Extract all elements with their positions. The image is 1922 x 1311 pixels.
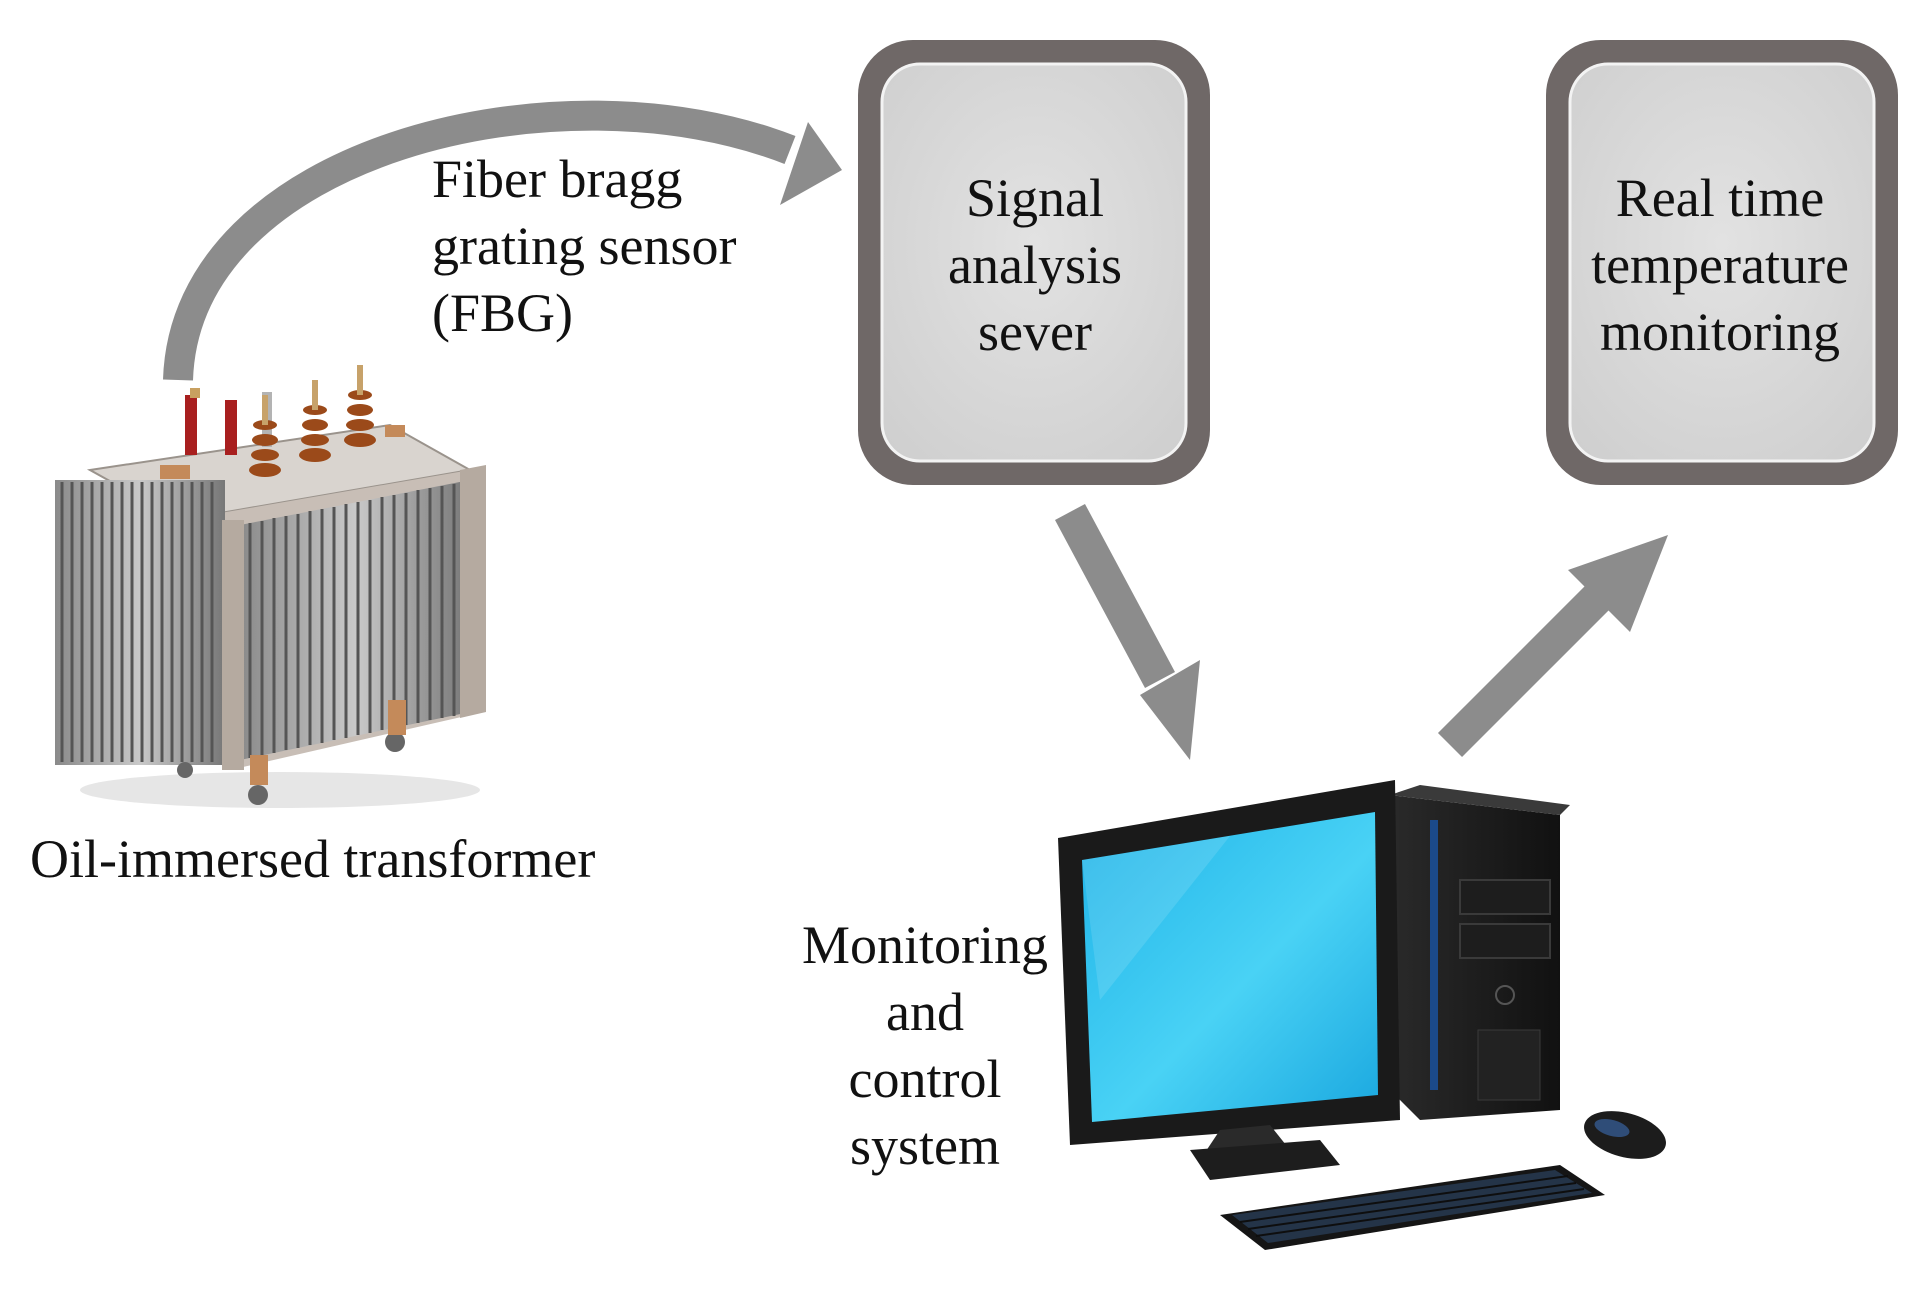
realtime-monitoring-label-line: monitoring — [1600, 302, 1840, 362]
control-system-label-line: and — [886, 982, 964, 1042]
computer-to-monitoring-arrow — [1437, 535, 1668, 758]
realtime-monitoring-label: Real time temperature monitoring — [1575, 165, 1865, 366]
sensor-arrow — [163, 100, 842, 381]
control-system-label: Monitoring and control system — [790, 912, 1060, 1180]
signal-server-label-line: analysis — [948, 235, 1122, 295]
signal-server-label-line: Signal — [965, 168, 1104, 228]
realtime-monitoring-label-line: Real time — [1615, 168, 1825, 228]
control-system-label-line: system — [849, 1116, 1000, 1176]
server-to-computer-arrow — [1055, 503, 1200, 760]
control-system-label-line: Monitoring — [801, 915, 1048, 975]
transformer-label: Oil-immersed transformer — [30, 829, 596, 889]
realtime-monitoring-label-line: temperature — [1591, 235, 1849, 295]
fbg-sensor-label: Fiber bragg grating sensor (FBG) — [432, 146, 736, 347]
fbg-sensor-label-line: Fiber bragg — [432, 149, 683, 209]
signal-server-box — [858, 40, 1210, 485]
desktop-computer-icon — [1058, 780, 1666, 1250]
transformer-icon — [55, 365, 486, 808]
fbg-sensor-label-line: grating sensor — [432, 216, 737, 276]
realtime-monitoring-box — [1546, 40, 1898, 485]
fbg-sensor-label-line: (FBG) — [432, 283, 574, 343]
signal-server-label: Signal analysis sever — [900, 165, 1170, 366]
signal-server-label-line: sever — [978, 302, 1092, 362]
control-system-label-line: control — [848, 1049, 1002, 1109]
